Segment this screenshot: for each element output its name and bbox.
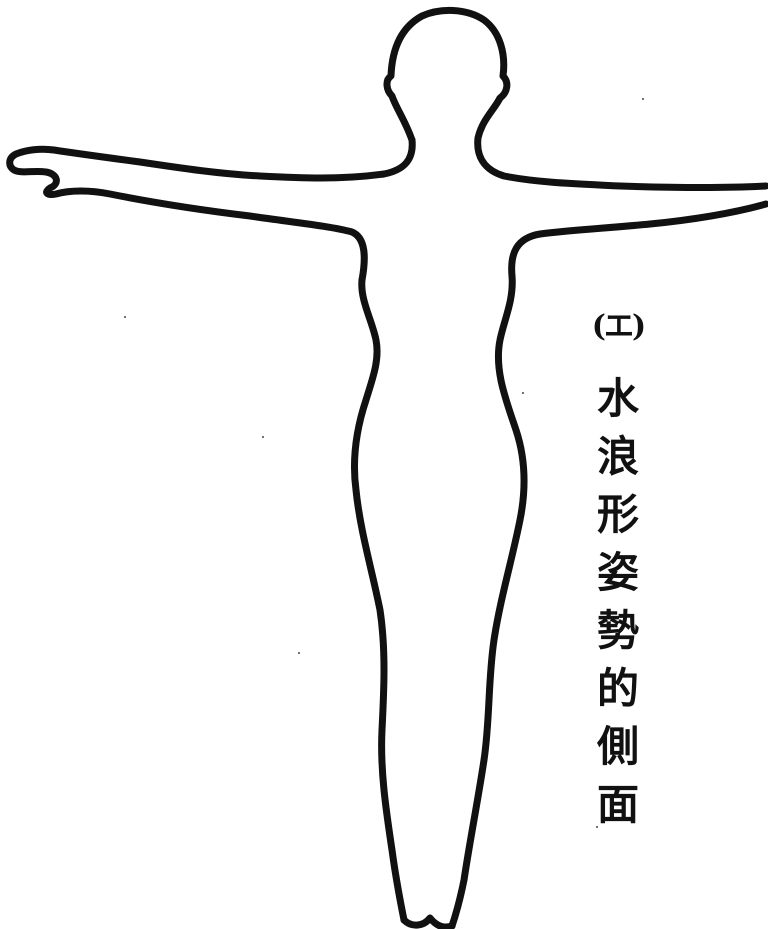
feet-outline: [404, 918, 452, 927]
head-outline: [387, 10, 766, 187]
right-arm-lower-outline: [512, 204, 766, 276]
caption-char: 側: [597, 718, 639, 776]
print-speck: [642, 98, 644, 100]
caption-char: 形: [597, 486, 639, 544]
caption-char: 勢: [597, 602, 639, 660]
caption-text: 水 浪 形 姿 勢 的 側 面: [597, 370, 639, 834]
left-arm-upper-outline: [10, 140, 413, 280]
caption-number: (エ): [592, 310, 644, 344]
print-speck: [298, 652, 300, 654]
caption-char: 面: [597, 776, 639, 834]
caption-char: 姿: [597, 544, 639, 602]
caption-char: 水: [597, 370, 639, 428]
caption-char: 的: [597, 660, 639, 718]
figure-caption: (エ) 水 浪 形 姿 勢 的 側 面: [583, 310, 653, 834]
left-body-side-outline: [354, 280, 404, 920]
print-speck: [522, 392, 524, 394]
caption-char: 浪: [597, 428, 639, 486]
print-speck: [124, 316, 126, 318]
right-body-side-outline: [452, 276, 524, 926]
print-speck: [262, 436, 264, 438]
